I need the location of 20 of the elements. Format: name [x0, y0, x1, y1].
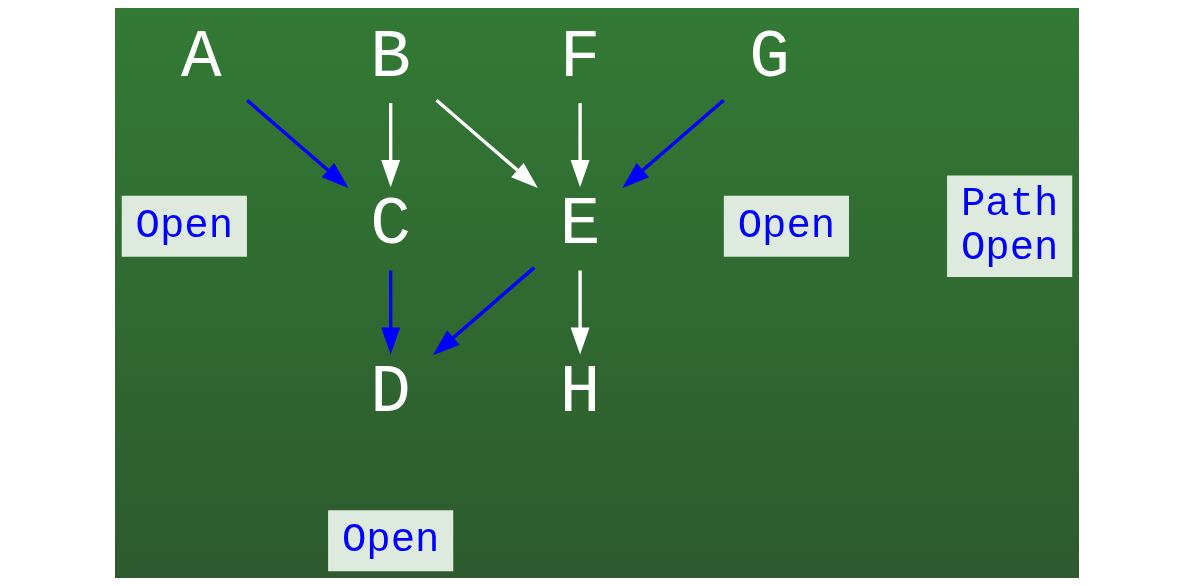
arrow [380, 270, 400, 355]
label: Open [737, 202, 835, 249]
node-text: C [369, 187, 411, 264]
arrow [380, 103, 400, 188]
node-text: B [369, 19, 411, 96]
label: Open [135, 202, 233, 249]
node-text: D [369, 354, 411, 431]
node-text: A [180, 19, 222, 96]
node-text: F [559, 19, 600, 96]
label: Path Open [960, 180, 1058, 271]
arrow [570, 103, 590, 188]
arrow [434, 98, 538, 188]
arrow [570, 270, 590, 355]
node-text: H [559, 354, 600, 431]
node-text: G [748, 19, 790, 96]
arrow [432, 266, 535, 356]
arrow [245, 98, 348, 188]
node-text: E [559, 187, 600, 264]
arrow [621, 98, 725, 188]
label: Open [341, 517, 439, 564]
